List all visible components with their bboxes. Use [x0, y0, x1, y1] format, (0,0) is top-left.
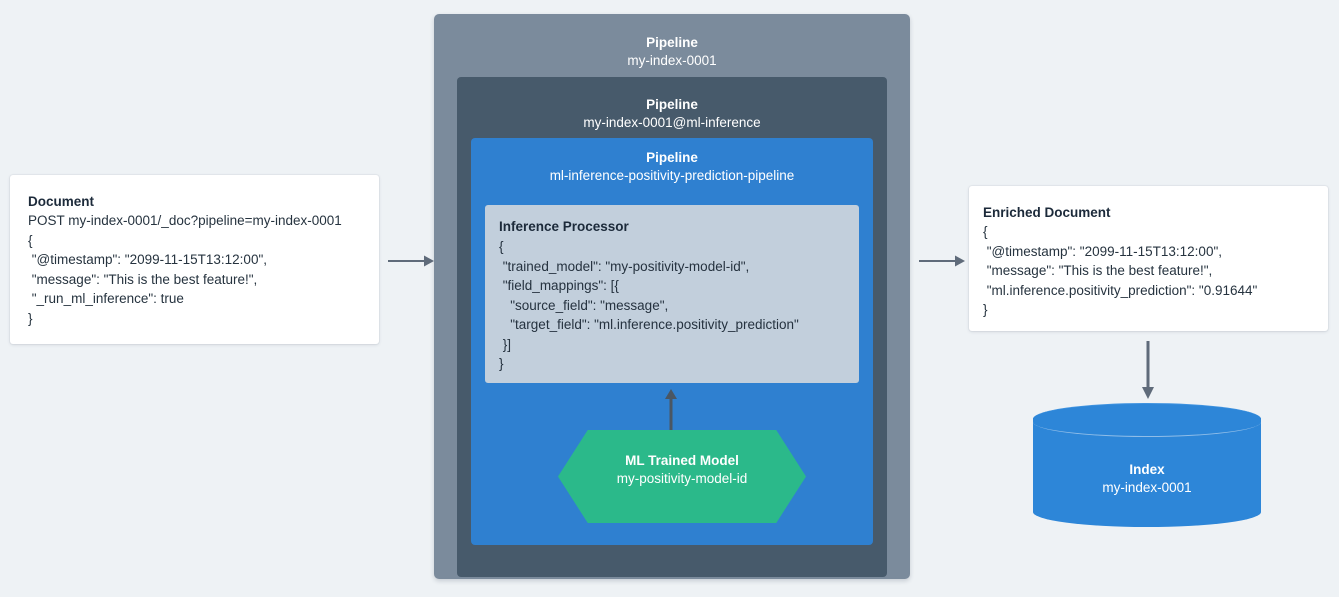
- index-label: Index my-index-0001: [1033, 461, 1261, 498]
- enriched-document-line-4: }: [983, 302, 988, 317]
- document-card-line-4: "_run_ml_inference": true: [28, 291, 184, 306]
- arrow-ml-model-to-inference-processor: [662, 389, 680, 433]
- enriched-document-title: Enriched Document: [983, 205, 1111, 220]
- pipeline-inner-kind: Pipeline: [646, 150, 698, 165]
- inference-processor-line-3: "source_field": "message",: [499, 297, 669, 313]
- enriched-document-line-3: "ml.inference.positivity_prediction": "0…: [983, 282, 1258, 298]
- arrow-enriched-document-to-index: [1139, 341, 1157, 399]
- pipeline-outer-kind: Pipeline: [646, 35, 698, 50]
- enriched-document-line-0: {: [983, 224, 988, 239]
- enriched-document-card: Enriched Document { "@timestamp": "2099-…: [969, 186, 1328, 331]
- pipeline-middle-kind: Pipeline: [646, 97, 698, 112]
- document-card-line-0: POST my-index-0001/_doc?pipeline=my-inde…: [28, 213, 342, 228]
- inference-processor-line-0: {: [499, 239, 504, 254]
- arrow-document-to-pipeline: [388, 252, 434, 270]
- document-card-line-3: "message": "This is the best feature!",: [28, 271, 258, 287]
- document-card-line-1: {: [28, 232, 33, 248]
- pipeline-inner-name: ml-inference-positivity-prediction-pipel…: [549, 168, 795, 183]
- arrow-pipeline-to-enriched-document: [919, 252, 965, 270]
- index-kind: Index: [1129, 462, 1165, 477]
- inference-processor-title: Inference Processor: [499, 219, 629, 234]
- pipeline-inner-header: Pipeline ml-inference-positivity-predict…: [471, 138, 873, 185]
- cylinder-rim: [1033, 407, 1261, 437]
- document-card: Document POST my-index-0001/_doc?pipelin…: [10, 175, 379, 344]
- inference-processor-line-5: }]: [499, 336, 512, 352]
- index-name: my-index-0001: [1102, 480, 1192, 495]
- ml-trained-model-kind: ML Trained Model: [625, 453, 739, 468]
- inference-processor-line-1: "trained_model": "my-positivity-model-id…: [499, 258, 750, 274]
- pipeline-middle-name: my-index-0001@ml-inference: [583, 115, 761, 130]
- document-card-line-5: }: [28, 310, 33, 326]
- inference-processor-line-2: "field_mappings": [{: [499, 278, 619, 293]
- document-card-line-2: "@timestamp": "2099-11-15T13:12:00",: [28, 252, 267, 267]
- enriched-document-line-2: "message": "This is the best feature!",: [983, 263, 1213, 278]
- document-card-title: Document: [28, 194, 95, 209]
- pipeline-outer-header: Pipeline my-index-0001: [434, 14, 910, 70]
- inference-processor-line-6: }: [499, 356, 504, 371]
- enriched-document-line-1: "@timestamp": "2099-11-15T13:12:00",: [983, 243, 1222, 259]
- pipeline-middle-ml-inference: Pipeline my-index-0001@ml-inference Pipe…: [457, 77, 887, 577]
- pipeline-outer-name: my-index-0001: [627, 53, 717, 68]
- pipeline-outer-my-index-0001: Pipeline my-index-0001 Pipeline my-index…: [434, 14, 910, 579]
- ml-trained-model-name: my-positivity-model-id: [616, 471, 748, 486]
- ml-trained-model-hexagon: ML Trained Model my-positivity-model-id: [558, 430, 806, 523]
- inference-processor-line-4: "target_field": "ml.inference.positivity…: [499, 317, 799, 332]
- index-cylinder: Index my-index-0001: [1033, 403, 1261, 527]
- inference-processor-panel: Inference Processor { "trained_model": "…: [485, 205, 859, 383]
- pipeline-middle-header: Pipeline my-index-0001@ml-inference: [457, 77, 887, 132]
